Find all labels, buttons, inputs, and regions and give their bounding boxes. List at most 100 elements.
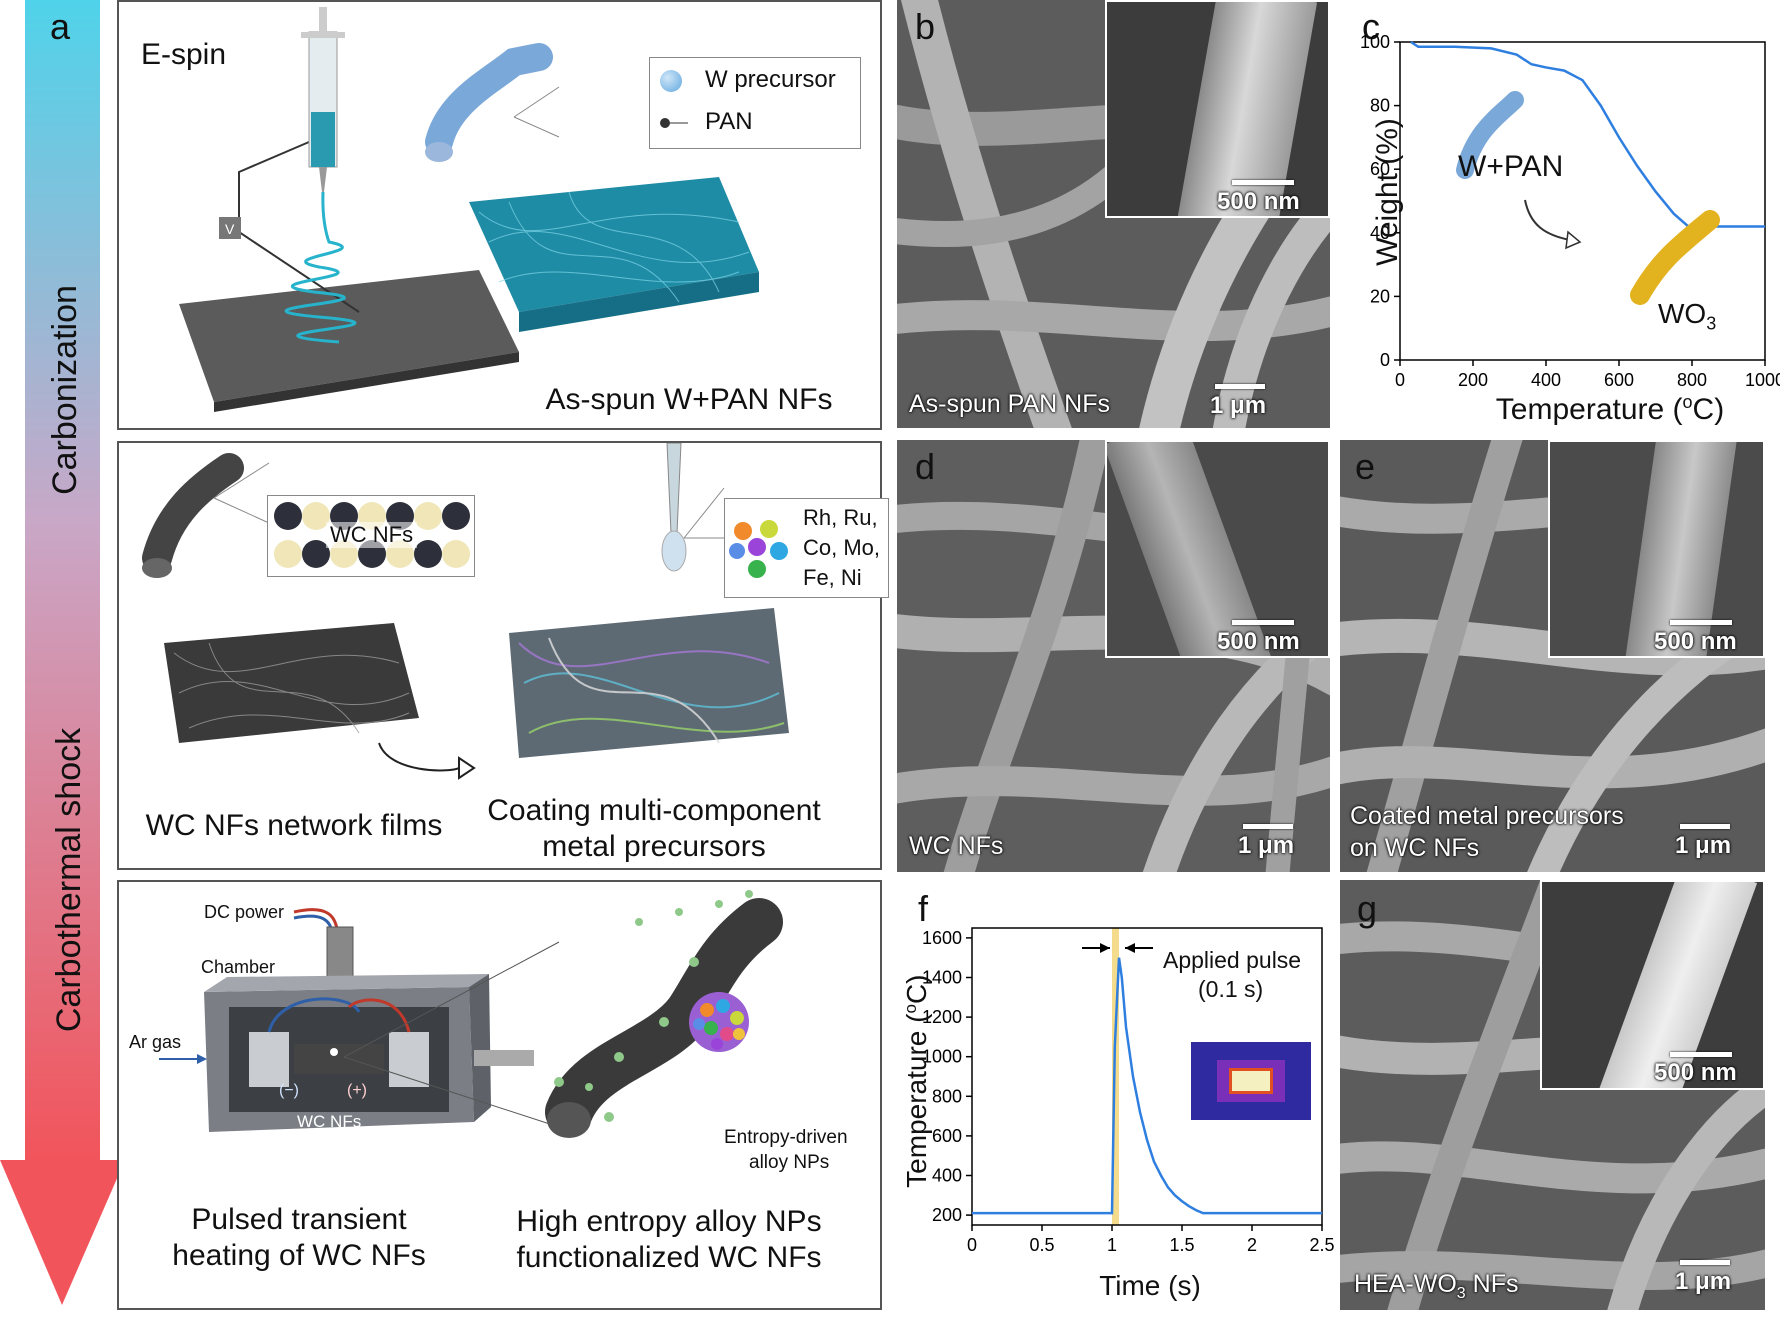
wpan-fiber-icon	[1456, 91, 1524, 179]
y-tick-label: 1000	[922, 1047, 962, 1067]
wc-films-caption: WC NFs network films	[145, 809, 443, 842]
alloy-np-label-2: alloy NPs	[749, 1152, 830, 1173]
panel-label-c: c	[1362, 6, 1380, 47]
espin-title: E-spin	[141, 38, 227, 71]
espin-panel: E-spin V W precurs	[117, 0, 882, 430]
conversion-arrowhead	[1565, 230, 1582, 250]
inset-scale-text-e: 500 nm	[1654, 628, 1737, 655]
panel-label-b: b	[915, 6, 936, 47]
sem-inset-b: 500 nm	[1105, 0, 1330, 218]
plot-frame	[1399, 41, 1766, 361]
tga-chart-svg: 02004006008001000020406080100	[1360, 32, 1781, 390]
sem-image-g: 500 nm 1 μm HEA-WO3 NFs	[1340, 880, 1765, 1310]
x-tick-label: 0	[1395, 370, 1405, 390]
scalebar-b	[1215, 384, 1265, 389]
wc-inset-label: WC NFs	[326, 522, 418, 548]
sem-inset-e: 500 nm	[1548, 440, 1765, 658]
elements-line-3: Fe, Ni	[803, 565, 862, 590]
coating-panel: WC NFs Rh, Ru, Co, Mo, Fe, Ni WC NFs net…	[117, 441, 889, 870]
ar-gas-label: Ar gas	[129, 1032, 182, 1052]
sem-label-b: As-spun PAN NFs	[909, 390, 1110, 418]
sem-label-e-line2: on WC NFs	[1350, 834, 1480, 862]
sem-label-d: WC NFs	[909, 832, 1004, 860]
inset-scalebar-g	[1670, 1052, 1732, 1057]
wc-crystal-inset: WC NFs	[267, 495, 475, 577]
x-tick-label: 0	[967, 1235, 977, 1255]
y-tick-label: 100	[1360, 32, 1390, 52]
plot-frame	[971, 927, 1323, 1226]
conversion-arrow	[1524, 199, 1571, 241]
tga-ylabel: Weight (%)	[1371, 118, 1404, 266]
y-tick-label: 60	[1370, 159, 1390, 179]
scalebar-e	[1680, 824, 1730, 829]
pulsed-caption-line2: heating of WC NFs	[172, 1239, 426, 1272]
scale-text-g: 1 μm	[1675, 1268, 1732, 1295]
wpan-annotation: W+PAN	[1458, 150, 1564, 183]
inset-fiber-b	[1176, 2, 1318, 216]
y-tick-label: 80	[1370, 96, 1390, 116]
scalebar-d	[1243, 824, 1293, 829]
wo3-annotation: WO3	[1658, 298, 1716, 335]
x-tick-label: 0.5	[1029, 1235, 1054, 1255]
tga-chart: 02004006008001000020406080100 W+PAN WO3 …	[1340, 20, 1781, 430]
sem-image-e: 500 nm 1 μm Coated metal precursors on W…	[1340, 440, 1765, 872]
pulsed-caption-line1: Pulsed transient	[191, 1203, 407, 1236]
legend-w-precursor: W precursor	[705, 66, 836, 93]
inset-scalebar-e	[1670, 620, 1732, 625]
sem-inset-d: 500 nm	[1105, 440, 1330, 658]
arrow-top-label: Carbonization	[46, 285, 84, 495]
scale-text-e: 1 μm	[1675, 832, 1732, 859]
sem-image-b: 500 nm 1 μm As-spun PAN NFs	[897, 0, 1330, 428]
pulse-ylabel-suffix: C)	[901, 974, 933, 1005]
series-line	[972, 957, 1322, 1215]
x-tick-label: 1	[1107, 1235, 1117, 1255]
y-tick-label: 1200	[922, 1007, 962, 1027]
pulse-arrowhead-right	[1125, 943, 1135, 953]
x-tick-label: 800	[1677, 370, 1707, 390]
elements-line-2: Co, Mo,	[803, 535, 881, 560]
sem-label-g-sub: 3	[1456, 1285, 1466, 1302]
elements-line-1: Rh, Ru,	[803, 505, 878, 530]
metal-elements-box: Rh, Ru, Co, Mo, Fe, Ni	[724, 498, 889, 598]
chamber-label: Chamber	[201, 957, 276, 977]
process-arrow	[0, 0, 125, 1312]
sem-label-g-prefix: HEA-WO	[1354, 1270, 1457, 1298]
electrospinning-illustration: V	[179, 7, 759, 412]
x-tick-label: 1.5	[1169, 1235, 1194, 1255]
panel-label-f: f	[918, 888, 929, 929]
x-tick-label: 200	[1458, 370, 1488, 390]
sem-label-g-suffix: NFs	[1465, 1270, 1519, 1298]
sem-label-e-line1: Coated metal precursors	[1350, 802, 1624, 830]
inset-scalebar-d	[1232, 620, 1294, 625]
voltage-symbol: V	[225, 221, 235, 237]
panel-label-d: d	[915, 446, 936, 487]
y-tick-label: 800	[932, 1086, 962, 1106]
y-tick-label: 0	[1380, 350, 1390, 370]
inset-fiber-e	[1621, 442, 1739, 656]
positive-electrode-label: (+)	[347, 1082, 367, 1099]
y-tick-label: 600	[932, 1126, 962, 1146]
x-tick-label: 1000	[1745, 370, 1780, 390]
x-tick-label: 2	[1247, 1235, 1257, 1255]
tga-xlabel-suffix: C)	[1692, 393, 1725, 426]
x-tick-label: 600	[1604, 370, 1634, 390]
tga-xlabel-sup: o	[1682, 392, 1693, 412]
scale-text-d: 1 μm	[1238, 832, 1295, 859]
x-tick-label: 2.5	[1309, 1235, 1334, 1255]
wo3-annotation-main: WO	[1658, 298, 1707, 329]
wo3-fiber-icon	[1630, 210, 1720, 305]
dc-power-label: DC power	[204, 902, 285, 922]
pan-molecule-icon	[660, 116, 688, 128]
sem-image-d: 500 nm 1 μm WC NFs	[897, 440, 1330, 872]
pulse-arrowhead-left	[1100, 943, 1110, 953]
series-line	[1410, 40, 1765, 228]
pulse-ylabel: Temperature (oC)	[901, 956, 933, 1206]
inset-fiber-d	[1107, 442, 1276, 656]
inset-scale-text-g: 500 nm	[1654, 1059, 1737, 1086]
arrow-graphic	[0, 0, 125, 1305]
espin-legend: W precursor PAN	[649, 57, 861, 149]
coating-caption-line1: Coating multi-component	[487, 794, 821, 827]
legend-pan: PAN	[705, 108, 753, 135]
coating-illustration	[142, 443, 789, 780]
